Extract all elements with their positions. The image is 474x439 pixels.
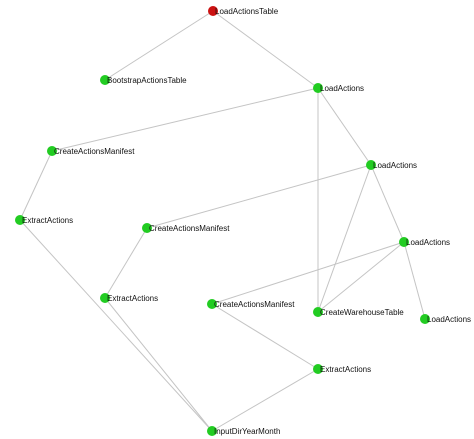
node-marker[interactable] <box>313 364 323 374</box>
graph-node[interactable]: CreateActionsManifest <box>142 223 230 233</box>
graph-edge <box>211 303 319 370</box>
graph-edge <box>211 368 319 432</box>
graph-nodes: LoadActionsTableBootstrapActionsTableLoa… <box>15 6 471 436</box>
root-node-marker[interactable] <box>208 6 218 16</box>
node-marker[interactable] <box>207 426 217 436</box>
node-marker[interactable] <box>100 293 110 303</box>
graph-node[interactable]: LoadActions <box>313 83 364 93</box>
graph-edge <box>317 87 372 166</box>
graph-edge <box>211 241 405 305</box>
graph-node[interactable]: LoadActions <box>420 314 471 324</box>
graph-edge <box>317 164 372 313</box>
graph-node[interactable]: LoadActions <box>399 237 450 247</box>
node-marker[interactable] <box>15 215 25 225</box>
graph-node[interactable]: InputDirYearMonth <box>207 426 280 436</box>
node-label: LoadActions <box>427 315 471 324</box>
graph-node[interactable]: LoadActions <box>366 160 417 170</box>
node-label: ExtractActions <box>320 365 371 374</box>
node-label: InputDirYearMonth <box>214 427 280 436</box>
node-marker[interactable] <box>142 223 152 233</box>
node-label: CreateActionsManifest <box>54 147 135 156</box>
graph-edge <box>51 87 319 152</box>
graph-node[interactable]: ExtractActions <box>313 364 371 374</box>
graph-node[interactable]: CreateWarehouseTable <box>313 307 404 317</box>
node-label: LoadActions <box>406 238 450 247</box>
graph-edge <box>104 297 213 432</box>
node-marker[interactable] <box>207 299 217 309</box>
graph-edge <box>104 227 148 299</box>
node-label: LoadActions <box>320 84 364 93</box>
node-label: CreateWarehouseTable <box>320 308 404 317</box>
node-marker[interactable] <box>366 160 376 170</box>
node-label: ExtractActions <box>22 216 73 225</box>
node-marker[interactable] <box>313 307 323 317</box>
node-marker[interactable] <box>47 146 57 156</box>
node-label: ExtractActions <box>107 294 158 303</box>
graph-node[interactable]: BootstrapActionsTable <box>100 75 187 85</box>
graph-node[interactable]: CreateActionsManifest <box>47 146 135 156</box>
node-label: BootstrapActionsTable <box>107 76 187 85</box>
node-label: LoadActionsTable <box>215 7 279 16</box>
graph-edge <box>317 241 405 313</box>
node-label: CreateActionsManifest <box>149 224 230 233</box>
node-marker[interactable] <box>313 83 323 93</box>
graph-node[interactable]: ExtractActions <box>15 215 73 225</box>
graph-node[interactable]: LoadActionsTable <box>208 6 279 16</box>
graph-edges <box>19 10 426 432</box>
graph-edge <box>370 164 405 243</box>
graph-edge <box>104 10 214 81</box>
graph-edge <box>19 150 53 221</box>
graph-node[interactable]: ExtractActions <box>100 293 158 303</box>
graph-edge <box>403 241 426 320</box>
node-marker[interactable] <box>420 314 430 324</box>
node-label: CreateActionsManifest <box>214 300 295 309</box>
node-label: LoadActions <box>373 161 417 170</box>
graph-edge <box>19 219 213 432</box>
graph-edge <box>212 10 319 89</box>
node-marker[interactable] <box>399 237 409 247</box>
graph-edge <box>146 164 372 229</box>
node-marker[interactable] <box>100 75 110 85</box>
graph-node[interactable]: CreateActionsManifest <box>207 299 295 309</box>
